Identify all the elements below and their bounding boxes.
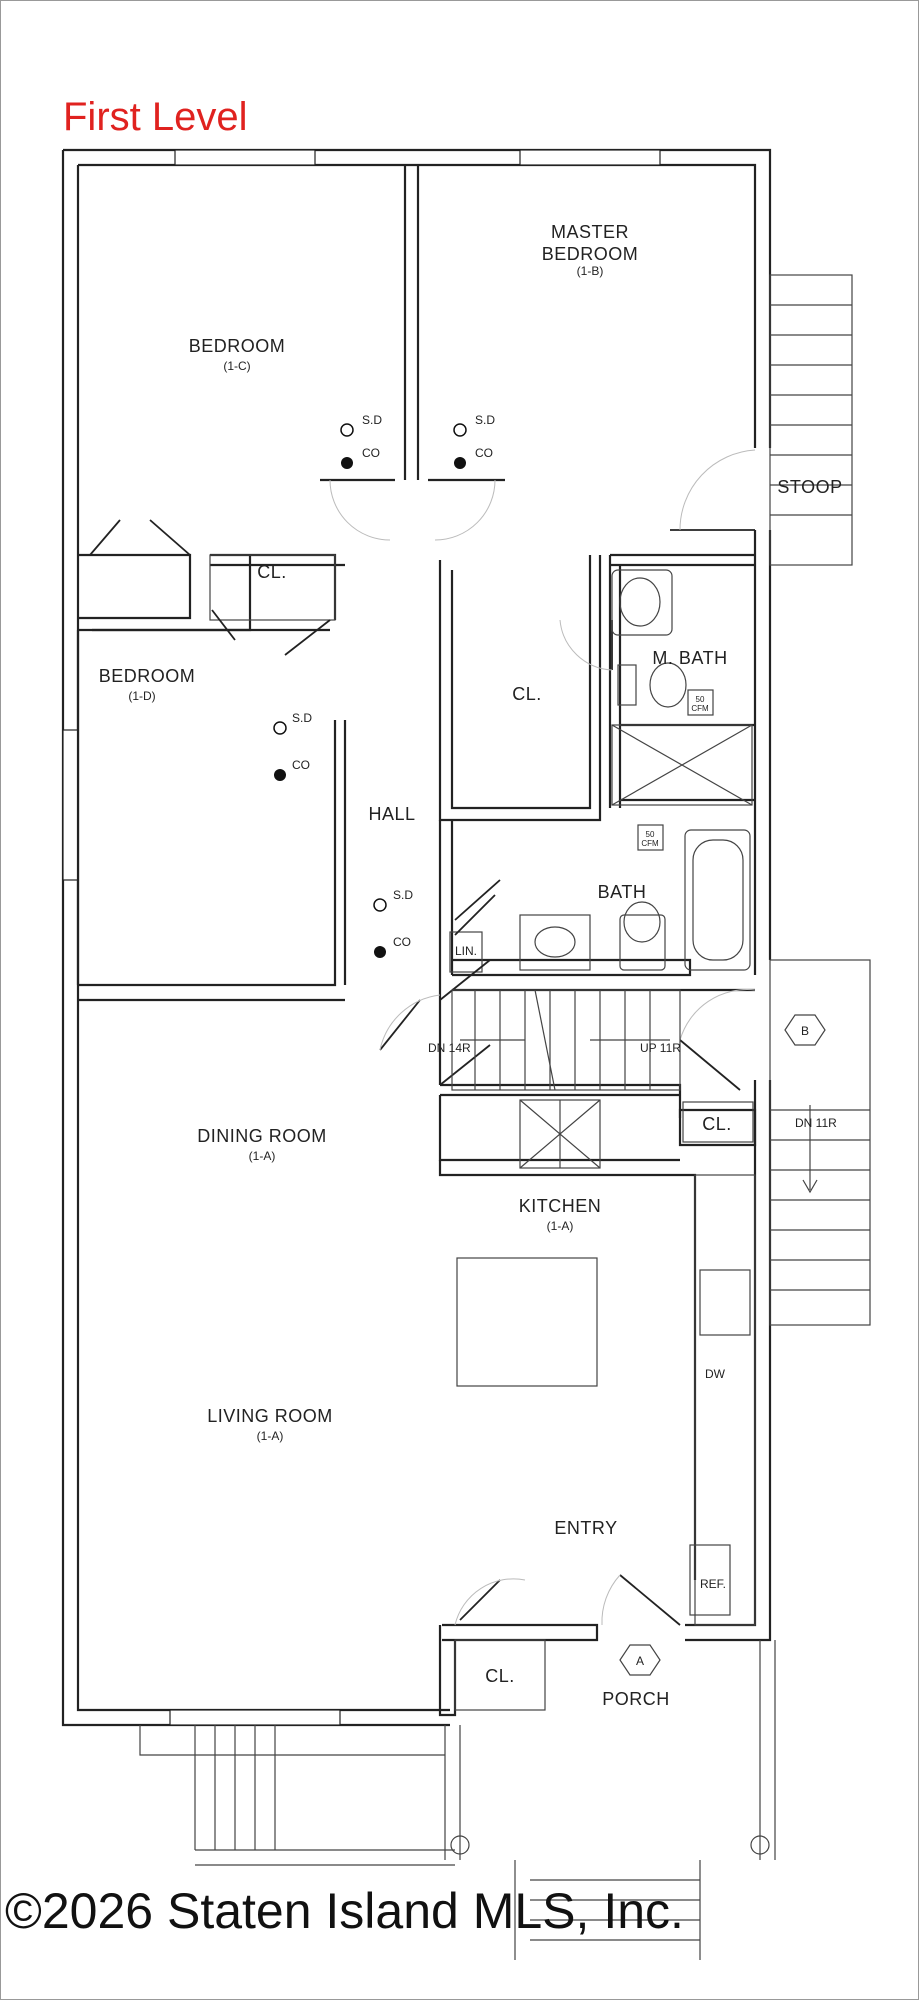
fan-rating-value: 50	[696, 695, 705, 704]
dishwasher-label: DW	[705, 1367, 726, 1381]
detectors	[273, 423, 467, 958]
stair-down-label: DN 14R	[428, 1041, 471, 1055]
stoop-stairs	[769, 274, 853, 566]
exterior-walls	[61, 148, 772, 1727]
entry-label: ENTRY	[554, 1518, 617, 1538]
kitchen-label: KITCHEN	[519, 1196, 602, 1216]
copyright-watermark: ©2026 Staten Island MLS, Inc.	[5, 1883, 684, 1939]
refrigerator-label: REF.	[700, 1577, 726, 1591]
bedroom-c-label: BEDROOM	[189, 336, 286, 356]
smoke-detector-label: S.D	[393, 888, 413, 902]
fan-rating-value: 50	[646, 830, 655, 839]
co-detector-icon	[374, 946, 386, 958]
smoke-detector-icon	[273, 721, 287, 735]
co-detector-label: CO	[292, 758, 310, 772]
bathroom-fixtures	[519, 569, 753, 971]
smoke-detector-icon	[453, 423, 467, 437]
master-bath-label: M. BATH	[652, 648, 727, 668]
stair-down-exterior-label: DN 11R	[795, 1116, 837, 1130]
master-bedroom-label-line1: MASTER	[551, 222, 629, 242]
bedroom-d-label: BEDROOM	[99, 666, 196, 686]
master-bedroom-code: (1-B)	[577, 264, 604, 278]
smoke-detector-label: S.D	[362, 413, 382, 427]
interior-walls	[76, 165, 757, 1717]
marker-a-icon	[619, 1644, 661, 1676]
marker-b-label: B	[801, 1024, 809, 1038]
marker-a-label: A	[636, 1654, 644, 1668]
dining-room-label: DINING ROOM	[197, 1126, 327, 1146]
doors	[89, 449, 756, 1626]
closet-hall-label: CL.	[512, 684, 542, 704]
co-detector-label: CO	[393, 935, 411, 949]
marker-b-icon	[784, 1014, 826, 1046]
level-title: First Level	[63, 95, 248, 139]
living-room-code: (1-A)	[257, 1429, 284, 1443]
smoke-detector-icon	[340, 423, 354, 437]
co-detector-label: CO	[362, 446, 380, 460]
linen-label: LIN.	[455, 944, 477, 958]
living-room-label: LIVING ROOM	[207, 1406, 333, 1426]
kitchen-code: (1-A)	[547, 1219, 574, 1233]
markers	[619, 1014, 826, 1676]
closet-top-label: CL.	[257, 562, 287, 582]
exterior-stairs-b	[769, 959, 871, 1326]
fan-rating-unit: CFM	[641, 839, 659, 848]
stoop-label: STOOP	[777, 477, 842, 497]
closet-boxes	[209, 554, 754, 1711]
fan-rating-unit: CFM	[691, 704, 709, 713]
smoke-detector-icon	[373, 898, 387, 912]
stair-up-label: UP 11R	[640, 1041, 681, 1055]
porch-structure	[139, 1640, 776, 1960]
porch-label: PORCH	[602, 1689, 670, 1709]
closet-stair-label: CL.	[702, 1114, 732, 1134]
master-bedroom-label-line2: BEDROOM	[542, 244, 639, 264]
smoke-detector-label: S.D	[292, 711, 312, 725]
dining-room-code: (1-A)	[249, 1149, 276, 1163]
co-detector-icon	[341, 457, 353, 469]
hall-label: HALL	[368, 804, 415, 824]
bedroom-c-code: (1-C)	[223, 359, 250, 373]
bath-label: BATH	[598, 882, 647, 902]
kitchen-fixtures	[456, 1174, 756, 1626]
co-detector-icon	[274, 769, 286, 781]
bedroom-d-code: (1-D)	[128, 689, 155, 703]
interior-stairs	[451, 989, 681, 1169]
closet-entry-label: CL.	[485, 1666, 515, 1686]
co-detector-label: CO	[475, 446, 493, 460]
smoke-detector-label: S.D	[475, 413, 495, 427]
co-detector-icon	[454, 457, 466, 469]
